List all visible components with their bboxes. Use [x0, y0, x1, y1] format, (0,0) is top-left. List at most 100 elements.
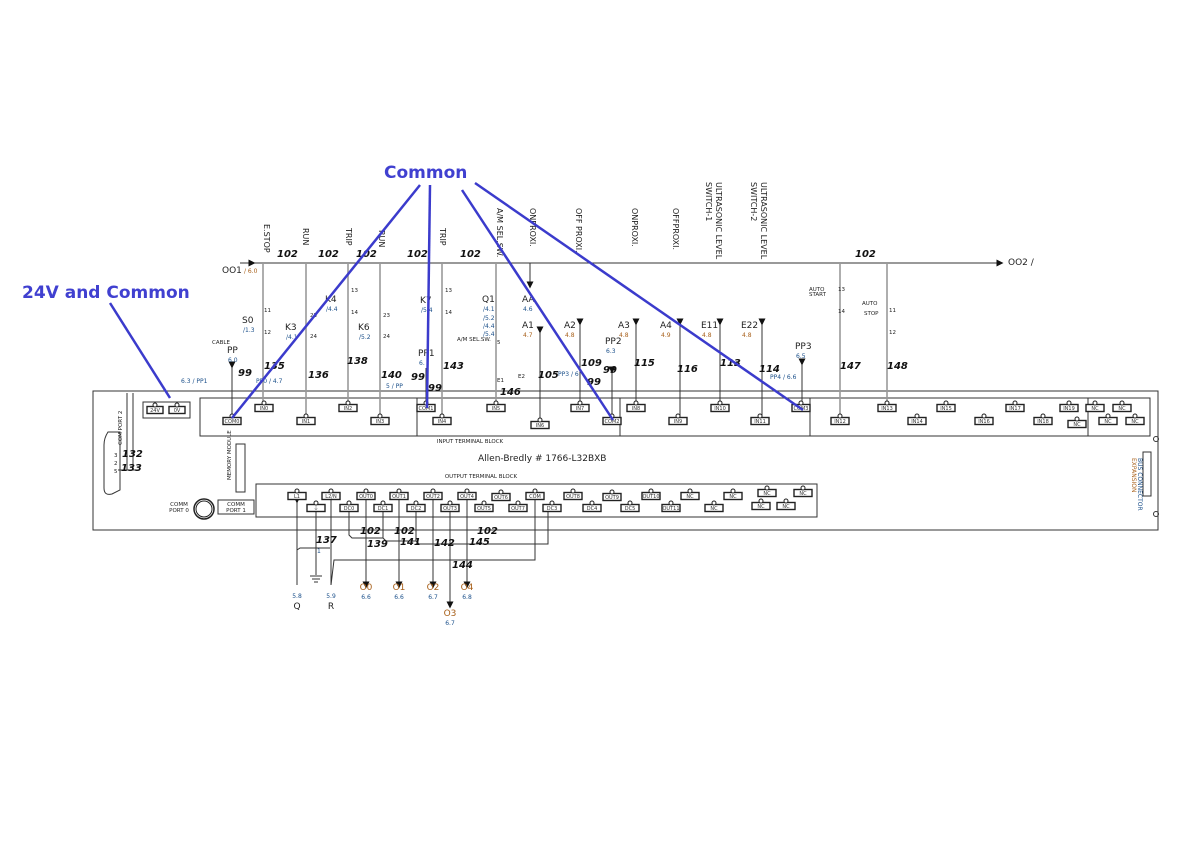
contact-number: 12 — [889, 330, 896, 336]
input-terminal-in9[interactable]: IN9 — [668, 413, 688, 426]
output-terminal-nc[interactable]: NC — [757, 485, 777, 498]
output-terminal-nc[interactable]: NC — [723, 488, 743, 501]
output-terminal-nc[interactable]: NC — [793, 485, 813, 498]
terminal-screw-icon — [981, 413, 987, 419]
input-terminal-in10[interactable]: IN10 — [710, 400, 730, 413]
input-terminal-in13[interactable]: IN13 — [877, 400, 897, 413]
terminal-screw-icon — [549, 500, 555, 506]
input-terminal-in3[interactable]: IN3 — [370, 413, 390, 426]
output-terminal-out6[interactable]: OUT6 — [491, 489, 511, 502]
input-terminal-in5[interactable]: IN5 — [486, 400, 506, 413]
terminal-label: DC5 — [625, 506, 636, 512]
output-terminal-out8[interactable]: OUT8 — [563, 488, 583, 501]
output-terminal-out4[interactable]: OUT4 — [457, 488, 477, 501]
device-tag: E22 — [741, 321, 758, 331]
output-terminal-dc3[interactable]: DC3 — [542, 500, 562, 513]
com-port2-label: COM PORT 2 — [118, 411, 124, 445]
input-terminal-in18[interactable]: IN18 — [1033, 413, 1053, 426]
input-terminal-in15[interactable]: IN15 — [936, 400, 956, 413]
output-terminal-out0[interactable]: OUT0 — [356, 488, 376, 501]
output-terminal-out2[interactable]: OUT2 — [423, 488, 443, 501]
device-ref: 4.8 — [742, 332, 752, 339]
input-terminal-nc[interactable]: NC — [1098, 413, 1118, 426]
output-terminal-block-outline — [255, 483, 818, 518]
power-terminal-0v[interactable]: 0V — [168, 402, 186, 415]
input-terminal-in6[interactable]: IN6 — [530, 417, 550, 430]
wire-number: 148 — [887, 361, 908, 372]
misc-label: AUTO — [809, 287, 825, 293]
output-terminal-dc2[interactable]: DC2 — [406, 500, 426, 513]
terminal-label: IN11 — [754, 419, 766, 425]
input-terminal-in7[interactable]: IN7 — [570, 400, 590, 413]
output-terminal-out11[interactable]: OUT11 — [661, 500, 681, 513]
input-terminal-in8[interactable]: IN8 — [626, 400, 646, 413]
terminal-label: OUT10 — [642, 494, 659, 500]
input-terminal-in16[interactable]: IN16 — [974, 413, 994, 426]
output-terminal-dc4[interactable]: DC4 — [582, 500, 602, 513]
input-terminal-in1[interactable]: IN1 — [296, 413, 316, 426]
output-terminal-dc0[interactable]: DC0 — [339, 500, 359, 513]
device-ref: /4.4 — [326, 306, 338, 313]
output-terminal-nc[interactable]: NC — [704, 500, 724, 513]
terminal-label: IN2 — [344, 406, 352, 412]
input-terminal-in14[interactable]: IN14 — [907, 413, 927, 426]
terminal-label: OUT9 — [605, 495, 619, 501]
output-wire-number: 137 — [316, 535, 337, 546]
input-terminal-in2[interactable]: IN2 — [338, 400, 358, 413]
terminal-screw-icon — [1012, 400, 1018, 406]
device-ref: /4.1 — [483, 306, 495, 313]
output-terminal-com[interactable]: COM — [525, 488, 545, 501]
output-terminal-out7[interactable]: OUT7 — [508, 500, 528, 513]
contact-number: 12 — [264, 330, 271, 336]
terminal-screw-icon — [377, 413, 383, 419]
contact-number: 14 — [838, 309, 845, 315]
terminal-screw-icon — [152, 402, 158, 408]
output-terminal-nc[interactable]: NC — [680, 488, 700, 501]
input-terminal-in12[interactable]: IN12 — [830, 413, 850, 426]
output-terminal-out9[interactable]: OUT9 — [602, 489, 622, 502]
output-terminal-nc[interactable]: NC — [751, 498, 771, 511]
output-terminal-nc[interactable]: NC — [776, 498, 796, 511]
output-terminal-dc5[interactable]: DC5 — [620, 500, 640, 513]
rail-ref-oo2: OO2 / — [1008, 258, 1035, 268]
output-target: O2 — [427, 583, 440, 593]
device-tag: K6 — [358, 323, 370, 333]
annotation-arrow-com2 — [460, 189, 615, 421]
output-wire-number: 102 — [360, 526, 381, 537]
output-terminal-out10[interactable]: OUT10 — [641, 488, 661, 501]
input-terminal-com0[interactable]: COM0 — [222, 413, 242, 426]
device-ref: /5.4 — [483, 331, 495, 338]
output-wire-number: 102 — [477, 526, 498, 537]
terminal-screw-icon — [800, 485, 806, 491]
misc-label: STOP — [864, 311, 879, 317]
terminal-label: IN12 — [834, 419, 846, 425]
input-terminal-com3[interactable]: COM3 — [791, 400, 811, 413]
output-terminal-out1[interactable]: OUT1 — [389, 488, 409, 501]
device-tag: PP3 — [795, 342, 812, 352]
output-terminal-ground[interactable]: ⏚ — [306, 500, 326, 513]
input-terminal-in4[interactable]: IN4 — [432, 413, 452, 426]
input-terminal-in0[interactable]: IN0 — [254, 400, 274, 413]
input-terminal-in11[interactable]: IN11 — [750, 413, 770, 426]
output-terminal-l2n[interactable]: L2/N — [321, 488, 341, 501]
terminal-screw-icon — [914, 413, 920, 419]
device-tag: A4 — [660, 321, 672, 331]
input-terminal-nc[interactable]: NC — [1125, 413, 1145, 426]
input-terminal-nc[interactable]: NC — [1085, 400, 1105, 413]
output-terminal-dc1[interactable]: DC1 — [373, 500, 393, 513]
terminal-screw-icon — [943, 400, 949, 406]
output-terminal-out3[interactable]: OUT3 — [440, 500, 460, 513]
com-port-2-connector[interactable] — [103, 431, 121, 495]
input-terminal-nc[interactable]: NC — [1067, 416, 1087, 429]
device-ref: 6.3 — [606, 348, 616, 355]
comm-port-0-connector[interactable] — [193, 498, 215, 520]
output-terminal-out5[interactable]: OUT5 — [474, 500, 494, 513]
input-terminal-nc[interactable]: NC — [1112, 400, 1132, 413]
output-terminal-l1[interactable]: L1 — [287, 488, 307, 501]
comm-port-1-box[interactable] — [217, 499, 255, 515]
power-terminal-24v[interactable]: 24V — [146, 402, 164, 415]
device-tag: A2 — [564, 321, 576, 331]
input-terminal-in19[interactable]: IN19 — [1059, 400, 1079, 413]
input-terminal-in17[interactable]: IN17 — [1005, 400, 1025, 413]
terminal-screw-icon — [294, 488, 300, 494]
